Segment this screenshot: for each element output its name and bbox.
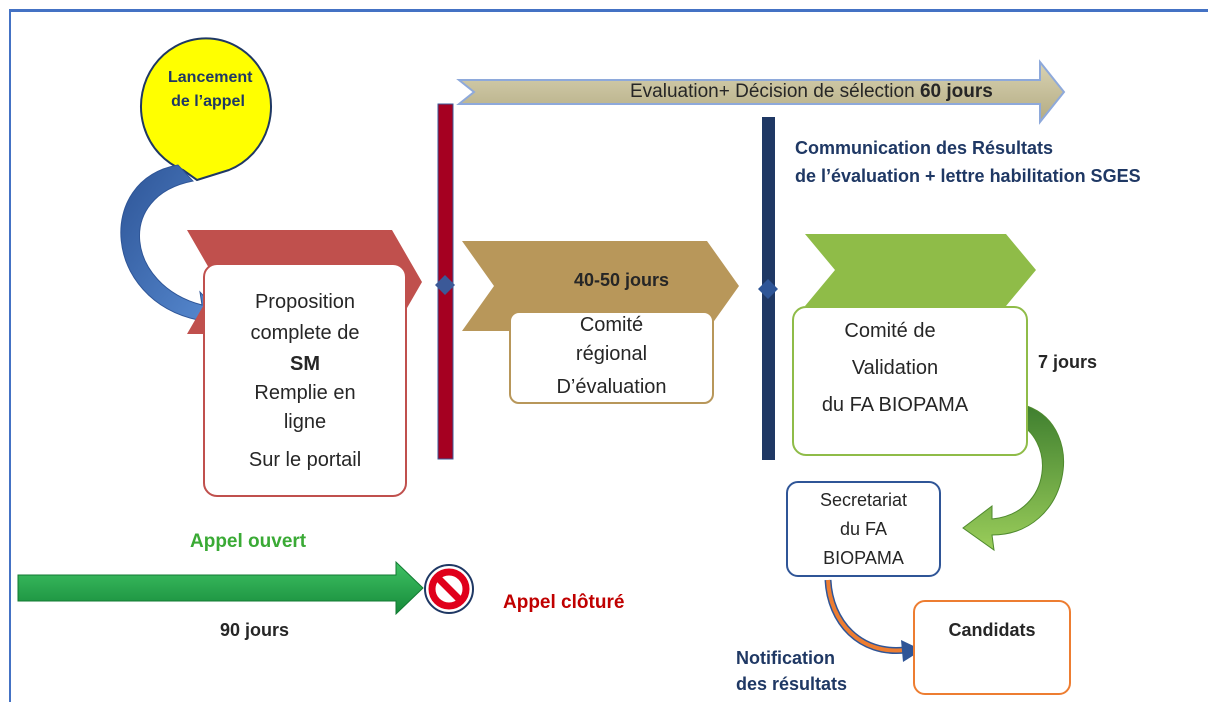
chevron-green [805,234,1036,306]
proposal-line2: complete de [250,322,360,344]
regional-box: Comité régional D’évaluation [509,311,714,404]
evaluation-arrow-duration: 60 jours [919,81,993,102]
regional-line1: Comité [579,314,644,336]
bar-red-diamond [435,275,455,295]
launch-label-line1: Lancement [168,69,253,86]
validation-box: Comité de Validation du FA BIOPAMA [792,306,1028,456]
closed-call-label: Appel clôturé [503,592,625,613]
secretariat-line1: Secretariat [819,490,908,510]
diagram-frame [9,9,1208,702]
open-call-label: Appel ouvert [190,531,307,552]
proposal-box: Proposition complete de SM Remplie en li… [203,263,407,497]
bar-navy-diamond [758,279,778,299]
regional-line3: D’évaluation [556,376,667,398]
communication-line1: Communication des Résultats [795,138,1054,158]
evaluation-arrow-text: Evaluation+ Décision de sélection [630,81,920,102]
proposal-line5: ligne [283,411,327,433]
prohibited-icon [424,564,474,614]
chevron-gold [462,241,739,331]
proposal-line3: SM [290,353,320,375]
launch-bubble [140,37,272,182]
evaluation-arrow-label: Evaluation+ Décision de sélection 60 jou… [630,80,993,104]
proposal-line6: Sur le portail [248,449,362,471]
communication-line2: de l’évaluation + lettre habilitation SG… [795,166,1141,186]
secretariat-line2: du FA [839,519,888,539]
candidates-label: Candidats [948,620,1036,640]
validation-line2: Validation [851,357,939,379]
candidates-box: Candidats [913,600,1071,695]
secretariat-box: Secretariat du FA BIOPAMA [786,481,941,577]
notification-line2: des résultats [736,674,848,694]
proposal-line4: Remplie en [254,382,356,404]
evaluation-arrow [456,59,1066,125]
regional-line2: régional [575,343,648,365]
open-call-arrow [17,560,424,616]
curved-arrow-green [962,405,1064,552]
regional-duration: 40-50 jours [574,270,670,290]
secretariat-line3: BIOPAMA [823,548,904,568]
launch-label-line2: de l’appel [171,93,245,110]
notification-line1: Notification [736,648,835,668]
curved-arrow-orange [824,579,906,654]
validation-line1: Comité de [844,320,936,342]
proposal-line1: Proposition [254,291,356,313]
open-call-duration: 90 jours [220,620,290,640]
validation-line3: du FA BIOPAMA [821,394,969,416]
validation-duration: 7 jours [1038,352,1098,372]
